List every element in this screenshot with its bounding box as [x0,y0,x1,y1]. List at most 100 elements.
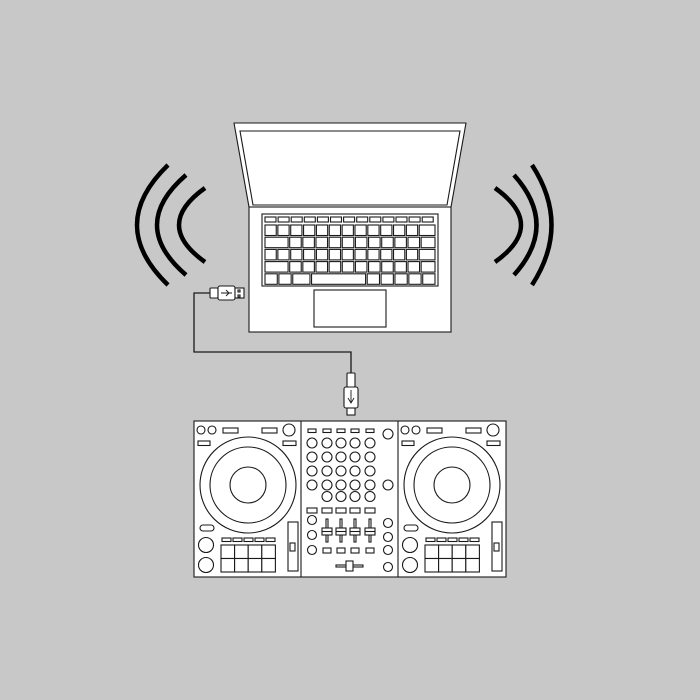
function-key [329,216,343,223]
filter-knob [335,490,347,503]
usb-b-strain-relief [346,372,356,388]
usb-symbol-icon [221,289,232,297]
cue-button [349,507,361,514]
cue-button [401,536,419,554]
performance-pad [451,544,467,560]
play-button [197,556,215,574]
performance-pad [451,557,467,573]
function-key [264,216,277,223]
mode-button [447,537,458,543]
crossfader-cap [345,560,354,572]
keyboard-key [392,248,406,261]
mode-button [243,537,254,543]
usb-symbol-icon [347,390,355,404]
usb-a-connector-icon [209,285,245,301]
right-deck [400,423,503,574]
keyboard-key [264,224,277,237]
keyboard-key [315,236,329,249]
function-key [421,216,434,223]
keyboard-key [303,224,316,237]
usb-b-connector-icon [343,372,359,416]
function-key [290,216,303,223]
keyboard-key [405,248,419,261]
eq-knob [364,451,376,463]
sound-waves-icon [134,163,554,287]
mixer-knob [382,479,394,491]
keyboard-key [311,273,367,285]
keyboard-key [341,261,355,273]
keyboard-key [289,261,302,273]
keyboard-key [315,248,329,261]
performance-pad [261,557,276,573]
deck-button [222,427,239,434]
jog-wheel-center [229,466,267,504]
usb-a-pin [237,289,241,293]
mode-button [469,537,480,543]
keyboard-key [278,273,292,285]
keyboard-key [368,236,381,249]
trackpad [313,289,387,328]
keyboard-key [420,261,436,273]
eq-knob [364,437,376,449]
pitch-fader-cap [289,542,296,552]
deck-button [261,427,278,434]
performance-pad [438,544,453,560]
eq-knob [306,479,318,491]
mixer-button [336,428,346,434]
mixer-knob [382,428,394,440]
shift-button [199,524,215,532]
keyboard-key [277,248,290,261]
mixer-knob [382,517,394,529]
usb-a-plug [234,287,245,299]
keyboard-key [408,273,422,285]
left-deck [196,423,299,574]
performance-pad [424,544,440,560]
eq-knob [306,465,318,477]
performance-pad [424,557,440,573]
keyboard-key [368,261,381,273]
usb-b-plug [346,407,356,416]
deck-knob [282,423,296,437]
eq-knob [349,465,361,477]
performance-pad [220,557,236,573]
keyboard-key [367,224,380,237]
function-key [369,216,382,223]
deck-button [400,425,410,435]
keyboard-key [354,236,368,249]
filter-knob [364,490,376,503]
keyboard-key [354,224,367,237]
keyboard-key [354,261,368,273]
keyboard-key [380,224,393,237]
mixer-button [307,428,317,434]
keyboard-key [380,248,393,261]
keyboard-key [407,236,421,249]
laptop-screen [239,130,461,206]
eq-knob [335,465,347,477]
keyboard-key [315,261,329,273]
function-key [303,216,316,223]
performance-pad [247,544,263,560]
deck-button [426,427,443,434]
mixer-button [350,547,360,554]
mixer-button [350,428,360,434]
sound-wave-left [154,173,188,277]
performance-pad [234,557,249,573]
mixer-knob [382,561,394,573]
shift-button [403,524,419,532]
eq-knob [321,451,333,463]
dj-controller-icon [193,420,507,578]
mixer-knob [306,514,318,526]
keyboard-key [341,224,354,237]
keyboard-key [366,273,381,285]
keyboard-key [420,236,436,249]
eq-knob [306,437,318,449]
mixer-button [365,547,375,554]
keyboard-key [264,261,289,273]
sound-wave-right [530,163,554,287]
keyboard-key [380,273,394,285]
keyboard-key [302,236,315,249]
mixer-button [365,428,375,434]
mixer-section [306,428,394,573]
eq-knob [321,479,333,491]
